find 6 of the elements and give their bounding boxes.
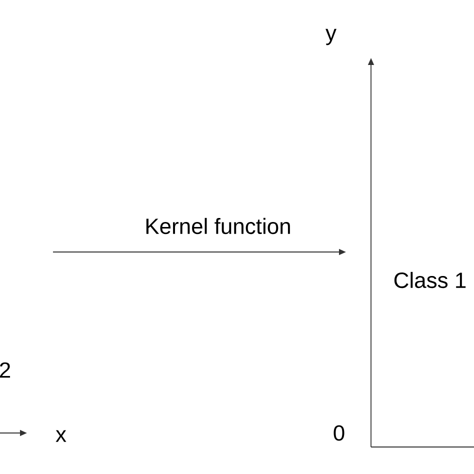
- axis-label: y: [326, 28, 336, 46]
- arrow-label: Kernel function: [146, 218, 290, 234]
- axis-label: 0: [334, 425, 344, 441]
- axis-label: x: [56, 430, 66, 442]
- class-label: Class 1: [394, 272, 466, 288]
- class-label: 2: [0, 362, 10, 378]
